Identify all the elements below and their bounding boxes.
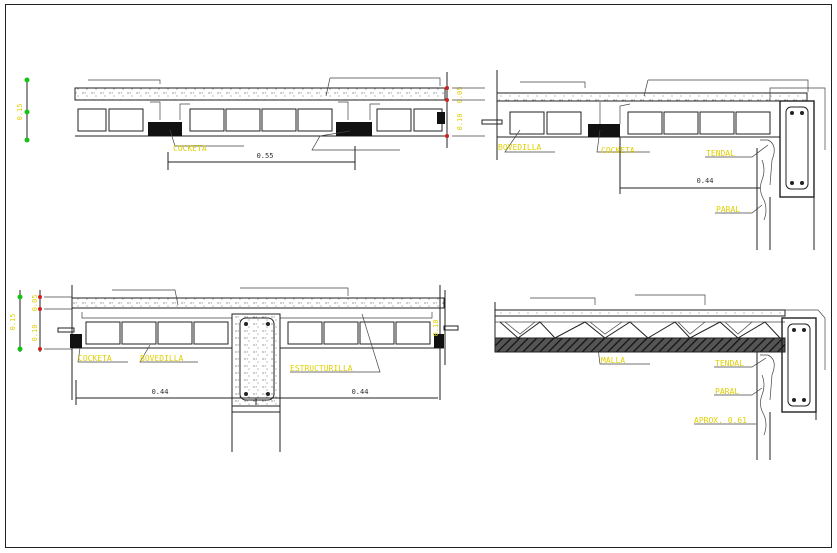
span-dim: 0.44 (697, 177, 714, 185)
block (546, 111, 582, 135)
thickness-marker: 0.15 0.05 0.10 (9, 290, 72, 352)
right-dim: 0.10 (432, 320, 440, 337)
sheet-border (5, 4, 832, 548)
span-dimension: 0.55 (167, 146, 356, 170)
thickness-dim: 0.15 (16, 104, 24, 121)
joist (588, 124, 620, 137)
block (627, 111, 663, 135)
label-bovedilla: BOVEDILLA (140, 354, 184, 363)
label-aprox: APROX. 0.61 (694, 416, 747, 425)
label-paral: PARAL (715, 387, 739, 396)
topping-slab (496, 92, 808, 102)
label-bovedilla: BOVEDILLA (498, 143, 542, 152)
block (157, 321, 193, 345)
side-dim-bottom: 0.10 (456, 114, 464, 131)
thickness-dim: 0.15 (9, 314, 17, 331)
beam (779, 100, 815, 198)
label-tendal: TENDAL (706, 149, 735, 158)
beam (781, 317, 817, 413)
side-dim-bottom: 0.10 (31, 325, 39, 342)
block (323, 321, 359, 345)
stirrup (239, 317, 275, 401)
truss-web (499, 321, 781, 339)
block (77, 108, 107, 132)
block (85, 321, 121, 345)
topping-slab (71, 297, 445, 309)
span-dim: 0.55 (257, 152, 274, 160)
label-cocketa: COCKETA (601, 146, 635, 155)
label-cocketa: COCKETA (173, 144, 207, 153)
block (108, 108, 144, 132)
detail-1: 0.15 COCKETA (16, 72, 485, 170)
block (189, 108, 225, 132)
side-dim-top: 0.05 (31, 295, 39, 312)
block (121, 321, 157, 345)
side-dim-top: 0.05 (456, 87, 464, 104)
block (225, 108, 261, 132)
side-dimension: 0.05 0.10 (437, 72, 485, 148)
span-dim-right: 0.44 (352, 388, 369, 396)
block (287, 321, 323, 345)
label-tendal: TENDAL (715, 359, 744, 368)
block (376, 108, 412, 132)
block (297, 108, 333, 132)
joist (148, 122, 182, 136)
label-malla: MALLA (601, 356, 625, 365)
block (663, 111, 699, 135)
detail-3: 0.15 0.05 0.10 (9, 285, 459, 452)
stirrup (787, 323, 811, 407)
hatched-slab (494, 337, 786, 353)
detail-4: MALLA TENDAL PARAL APROX. 0.61 (494, 294, 826, 460)
label-estructurilla: ESTRUCTURILLA (290, 364, 353, 373)
topping-slab (494, 309, 786, 317)
stirrup (785, 106, 809, 190)
joist (336, 122, 372, 136)
block (509, 111, 545, 135)
central-beam (231, 313, 281, 407)
label-cocketa: COCKETA (78, 354, 112, 363)
span-dim-left: 0.44 (152, 388, 169, 396)
topping-slab (74, 87, 446, 101)
thickness-marker: 0.15 (16, 77, 30, 143)
block (193, 321, 229, 345)
block (735, 111, 771, 135)
label-paral: PARAL (716, 205, 740, 214)
block (261, 108, 297, 132)
block (359, 321, 395, 345)
block (699, 111, 735, 135)
block-row (77, 108, 443, 132)
block (395, 321, 431, 345)
detail-2: BOVEDILLA COCKETA TENDAL PARAL 0.44 (481, 70, 826, 250)
